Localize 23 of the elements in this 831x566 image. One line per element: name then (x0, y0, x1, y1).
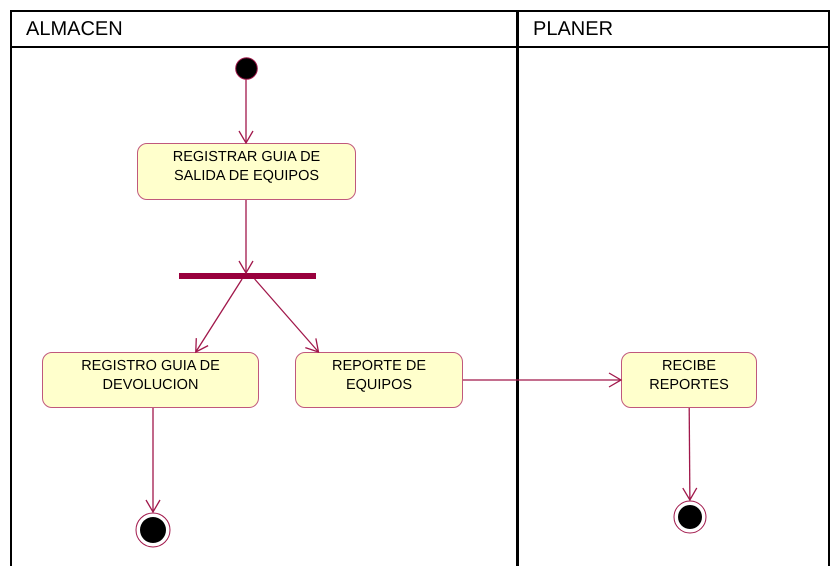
arrow (195, 278, 243, 353)
final-node (135, 512, 171, 548)
arrow (145, 408, 161, 513)
fork-bar (179, 273, 316, 279)
activity-label: REGISTRAR GUIA DE SALIDA DE EQUIPOS (172, 148, 322, 186)
lane-title: ALMACEN (26, 17, 123, 42)
activity-label: REGISTRO GUIA DE DEVOLUCION (80, 357, 221, 395)
swimlane (517, 10, 830, 566)
final-node (673, 500, 707, 534)
activity-box (42, 352, 259, 408)
activity-label: REPORTE DE EQUIPOS (330, 357, 427, 395)
activity-box (621, 352, 757, 408)
arrow (682, 408, 698, 501)
arrow (238, 200, 254, 274)
swimlane (10, 10, 518, 566)
arrow (238, 80, 254, 144)
arrow (254, 278, 320, 353)
activity-box (295, 352, 463, 408)
initial-node (235, 57, 258, 80)
activity-box (137, 143, 356, 200)
activity-label: RECIBE REPORTES (648, 357, 730, 395)
lane-title: PLANER (533, 17, 614, 42)
arrow (463, 372, 622, 388)
